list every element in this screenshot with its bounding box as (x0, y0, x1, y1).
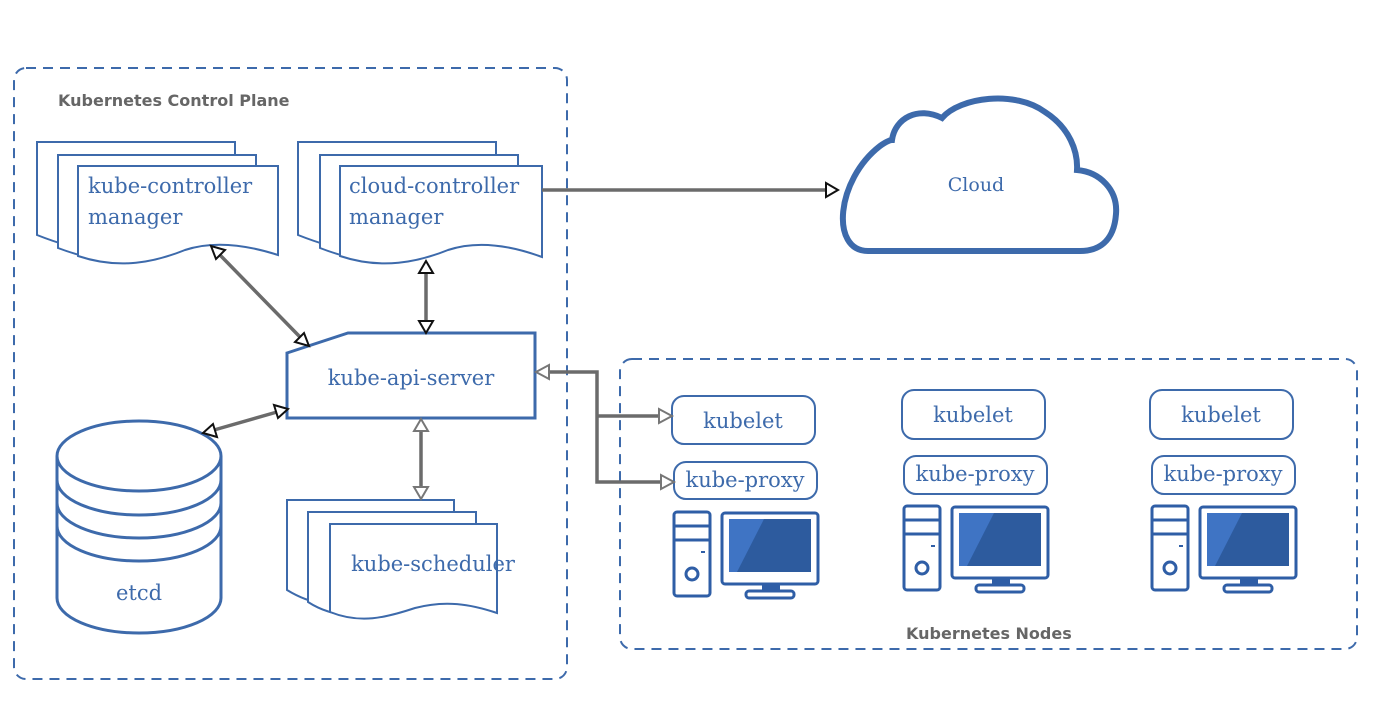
arrowhead-icon (533, 363, 550, 381)
computer-icon (672, 510, 820, 600)
kube-proxy-box[interactable] (1151, 455, 1296, 495)
kube-proxy-box[interactable] (673, 461, 818, 500)
arrowhead-icon (825, 181, 840, 199)
kube-scheduler-label: kube-scheduler (351, 552, 516, 576)
kubelet-label: kubelet (1181, 403, 1261, 427)
cloud-controller-manager[interactable]: cloud-controller manager (297, 141, 543, 265)
kube-controller-manager[interactable]: kube-controller manager (36, 141, 279, 265)
arrowhead-icon (412, 417, 430, 432)
arrowhead-icon (200, 422, 219, 439)
connector-scheduler-apiserver (412, 417, 430, 501)
kube-proxy-label: kube-proxy (685, 468, 804, 492)
kube-proxy-label: kube-proxy (915, 462, 1034, 486)
kube-api-server-label: kube-api-server (328, 366, 496, 390)
node-2[interactable]: kubelet kube-proxy (901, 389, 1050, 594)
arrowhead-icon (417, 320, 435, 335)
kube-controller-manager-label-line1: kube-controller (88, 174, 253, 198)
kube-proxy-label: kube-proxy (1163, 462, 1282, 486)
arrowhead-icon (417, 259, 435, 274)
arrowhead-icon (272, 403, 291, 420)
arrowhead-icon (412, 486, 430, 501)
nodes-title: Kubernetes Nodes (906, 624, 1072, 643)
arrowhead-icon (293, 331, 311, 348)
cloud[interactable]: Cloud (839, 95, 1120, 254)
kubelet-label: kubelet (933, 403, 1013, 427)
kubelet-box[interactable] (1149, 389, 1294, 440)
connector-apiserver-node (533, 363, 677, 491)
nodes-group: Kubernetes Nodes (619, 358, 1358, 650)
connector-etcd-apiserver (200, 403, 291, 439)
cloud-controller-manager-label-line1: cloud-controller (349, 174, 520, 198)
computer-icon (902, 504, 1050, 594)
node-1[interactable]: kubelet kube-proxy (671, 395, 820, 600)
kube-api-server[interactable]: kube-api-server (285, 331, 537, 420)
connector-cloudcontroller-apiserver (417, 259, 435, 335)
kube-controller-manager-label-line2: manager (88, 205, 183, 229)
cloud-icon (839, 95, 1120, 254)
arrowhead-icon (660, 473, 677, 491)
etcd[interactable]: etcd (55, 419, 223, 635)
cloud-label: Cloud (948, 174, 1004, 196)
computer-icon (1150, 504, 1298, 594)
connector-controller-apiserver (209, 244, 311, 348)
kube-scheduler[interactable]: kube-scheduler (286, 499, 516, 620)
kube-proxy-box[interactable] (903, 455, 1048, 495)
arrowhead-icon (209, 244, 227, 261)
arrowhead-icon (658, 407, 675, 425)
kubelet-box[interactable] (671, 395, 816, 445)
control-plane-title: Kubernetes Control Plane (58, 91, 290, 110)
node-3[interactable]: kubelet kube-proxy (1149, 389, 1298, 594)
cloud-controller-manager-label-line2: manager (349, 205, 444, 229)
kubelet-label: kubelet (703, 409, 783, 433)
kubelet-box[interactable] (901, 389, 1046, 440)
etcd-label: etcd (116, 581, 162, 605)
connector-cloudcontroller-cloud (542, 181, 840, 199)
